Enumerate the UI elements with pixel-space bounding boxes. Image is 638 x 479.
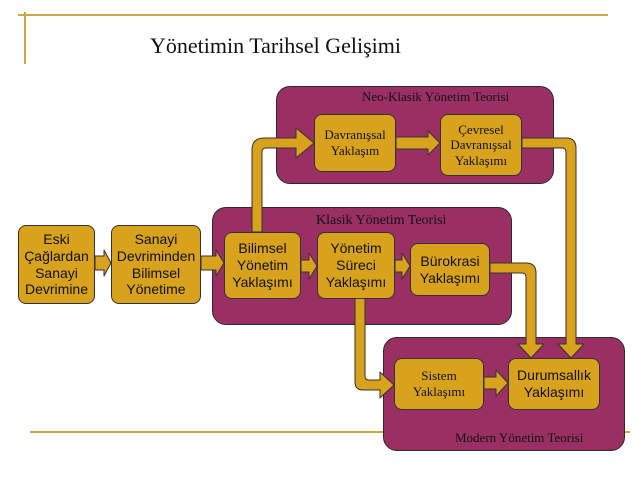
neo-klasik-label: Neo-Klasik Yönetim Teorisi <box>362 89 510 104</box>
box-durumsallik: Durumsallık Yaklaşımı <box>508 358 600 410</box>
arrow-burokrasi-durumsallik <box>489 262 545 359</box>
box-davranissal: Davranışsal Yaklaşım <box>314 114 396 172</box>
arrow-bilimsel-surec <box>300 252 318 280</box>
box-burokrasi-text: Bürokrasi Yaklaşımı <box>419 252 481 286</box>
arrow-eski-sanayi <box>94 249 112 277</box>
klasik-label: Klasik Yönetim Teorisi <box>316 213 447 228</box>
arrow-cevresel-durumsallik <box>521 137 585 359</box>
left-rule <box>24 12 26 64</box>
arrow-surec-burokrasi <box>394 252 411 280</box>
box-bilimsel-text: Bilimsel Yönetim Yaklaşımı <box>232 240 293 290</box>
box-burokrasi: Bürokrasi Yaklaşımı <box>410 243 490 296</box>
bottom-rule <box>30 431 630 433</box>
box-sistem-text: Sistem Yaklaşımı <box>412 368 466 399</box>
box-eski-text: Eski Çağlardan Sanayi Devrimine <box>24 230 89 298</box>
box-sanayi-devriminden: Sanayi Devriminden Bilimsel Yönetime <box>111 225 201 304</box>
arrow-sistem-durumsallik <box>483 369 509 397</box>
box-davranissal-text: Davranışsal Yaklaşım <box>324 127 386 158</box>
box-cevresel-text: Çevresel Davranışsal Yaklaşımı <box>450 121 512 168</box>
arrow-surec-sistem <box>354 295 395 399</box>
box-sanayi-text: Sanayi Devriminden Bilimsel Yönetime <box>116 230 196 298</box>
arrow-sanayi-bilimsel <box>200 249 225 277</box>
box-bilimsel-yonetim: Bilimsel Yönetim Yaklaşımı <box>224 232 301 299</box>
box-sistem: Sistem Yaklaşımı <box>394 358 484 410</box>
modern-label: Modern Yönetim Teorisi <box>455 430 584 445</box>
page-title: Yönetimin Tarihsel Gelişimi <box>150 33 402 58</box>
box-surec-text: Yönetim Süreci Yaklaşımı <box>325 240 387 290</box>
box-yonetim-sureci: Yönetim Süreci Yaklaşımı <box>317 232 395 299</box>
box-durumsallik-text: Durumsallık Yaklaşımı <box>517 367 591 400</box>
top-rule <box>18 14 608 16</box>
box-eski-caglardan: Eski Çağlardan Sanayi Devrimine <box>18 225 95 304</box>
box-cevresel-davranissal: Çevresel Davranışsal Yaklaşımı <box>440 114 522 176</box>
arrow-bilimsel-davranissal <box>251 127 315 233</box>
arrow-davranissal-cevresel <box>395 130 441 156</box>
